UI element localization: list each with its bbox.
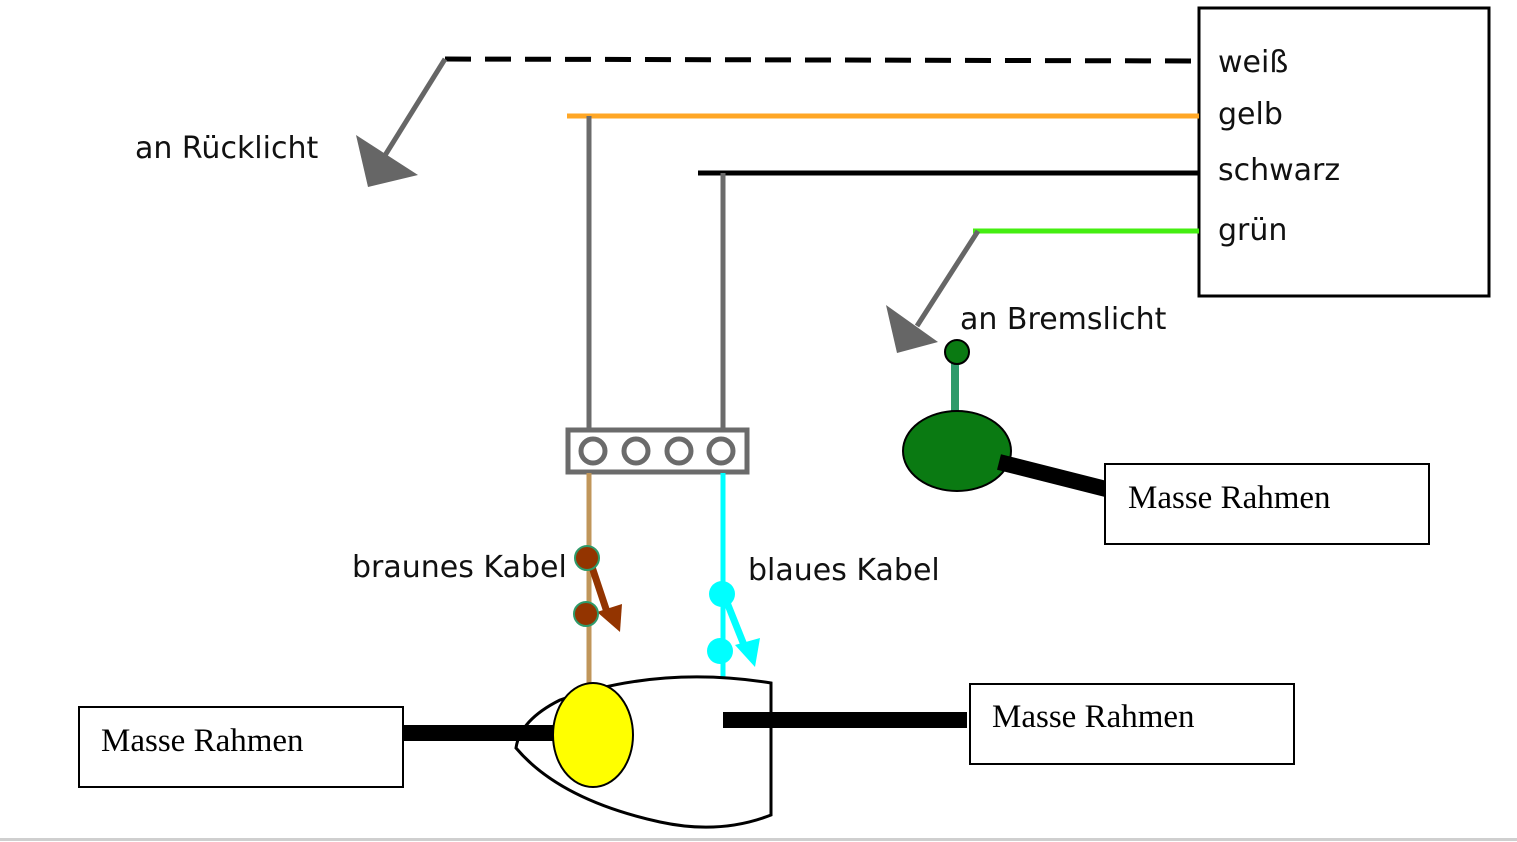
ground-box-brake	[1104, 463, 1430, 545]
blue-cable-label: blaues Kabel	[748, 553, 940, 588]
brown-cable-label: braunes Kabel	[352, 550, 567, 585]
brown-contact-top	[574, 545, 600, 571]
wire-label-white: weiß	[1218, 45, 1288, 80]
bottom-divider	[0, 838, 1517, 841]
blue-contact-top	[709, 581, 735, 607]
white-wire	[444, 56, 1200, 64]
tail-light-arrow-head	[356, 135, 418, 187]
wire-label-yellow: gelb	[1218, 97, 1283, 132]
terminal-2	[621, 436, 651, 466]
bulb	[552, 682, 634, 788]
ground-cable-brake	[997, 454, 1108, 497]
brake-switch-contact	[944, 339, 970, 365]
brake-light-arrow-shaft	[914, 229, 981, 328]
ground-box-right-label: Masse Rahmen	[992, 699, 1195, 735]
ground-box-brake-label: Masse Rahmen	[1128, 480, 1331, 516]
tail-light-arrow-shaft	[381, 57, 448, 159]
ground-box-left	[78, 706, 404, 788]
terminal-3	[664, 436, 694, 466]
tail-light-label: an Rücklicht	[135, 131, 318, 166]
brake-switch-body	[902, 410, 1012, 492]
wire-label-black: schwarz	[1218, 153, 1340, 188]
blue-contact-bottom	[707, 638, 733, 664]
brown-contact-bottom	[573, 601, 599, 627]
brake-light-label: an Bremslicht	[960, 302, 1167, 337]
terminal-4	[706, 436, 736, 466]
ground-box-left-label: Masse Rahmen	[101, 723, 304, 759]
brake-light-arrow-head	[886, 305, 938, 353]
connector-box	[1197, 6, 1491, 298]
ground-box-right	[969, 683, 1295, 765]
blue-switch-arrowhead	[735, 638, 760, 667]
wire-label-green: grün	[1218, 213, 1287, 248]
brown-switch-arrowhead	[597, 604, 622, 632]
terminal-1	[578, 436, 608, 466]
